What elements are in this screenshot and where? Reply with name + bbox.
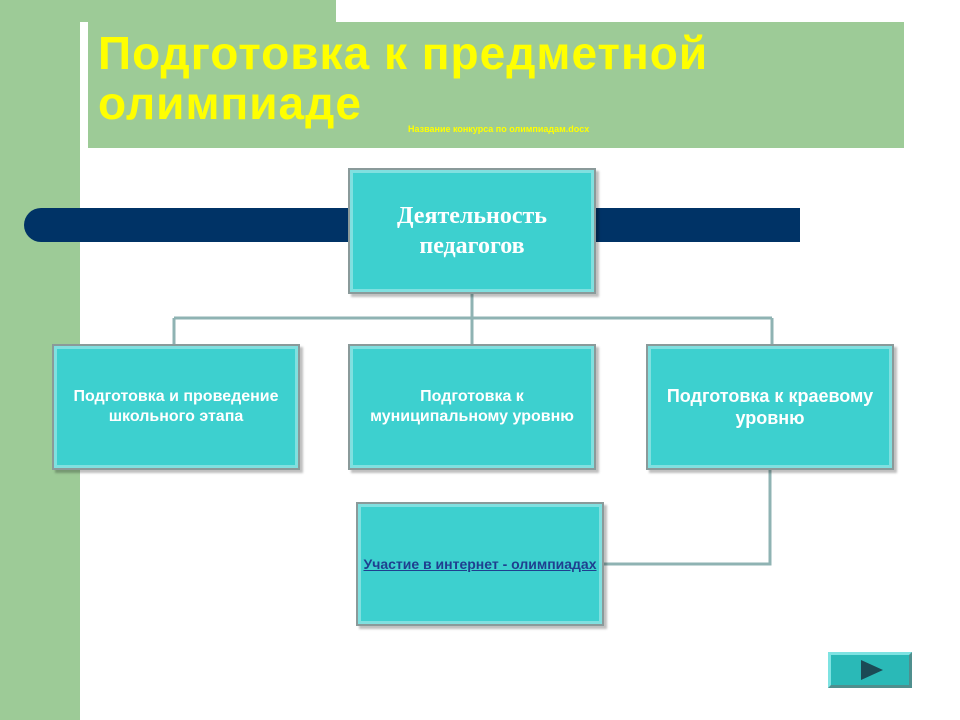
doc-link[interactable]: Название конкурса по олимпиадам.docx xyxy=(408,124,590,134)
box-school-stage: Подготовка и проведение школьного этапа xyxy=(52,344,300,470)
root-box-teacher-activity: Деятельность педагогов xyxy=(348,168,596,294)
connector-internet xyxy=(604,470,772,566)
slide-title: Подготовка к предметной олимпиаде xyxy=(98,27,709,129)
box-municipal-level: Подготовка к муниципальному уровню xyxy=(348,344,596,470)
box-regional-level: Подготовка к краевому уровню xyxy=(646,344,894,470)
play-arrow-icon xyxy=(861,660,883,680)
box-municipal-level-label: Подготовка к муниципальному уровню xyxy=(370,388,574,425)
box-regional-level-label: Подготовка к краевому уровню xyxy=(666,386,874,428)
title-panel xyxy=(88,22,904,148)
box-internet-olympiads[interactable]: Участие в интернет - олимпиадах xyxy=(356,502,604,626)
title-panel-notch xyxy=(80,90,88,148)
internet-olympiads-link[interactable]: Участие в интернет - олимпиадах xyxy=(363,556,597,572)
root-box-label: Деятельность педагогов xyxy=(397,203,547,259)
next-slide-button[interactable] xyxy=(828,652,912,688)
box-school-stage-label: Подготовка и проведение школьного этапа xyxy=(73,388,279,425)
top-green-block xyxy=(0,0,336,22)
